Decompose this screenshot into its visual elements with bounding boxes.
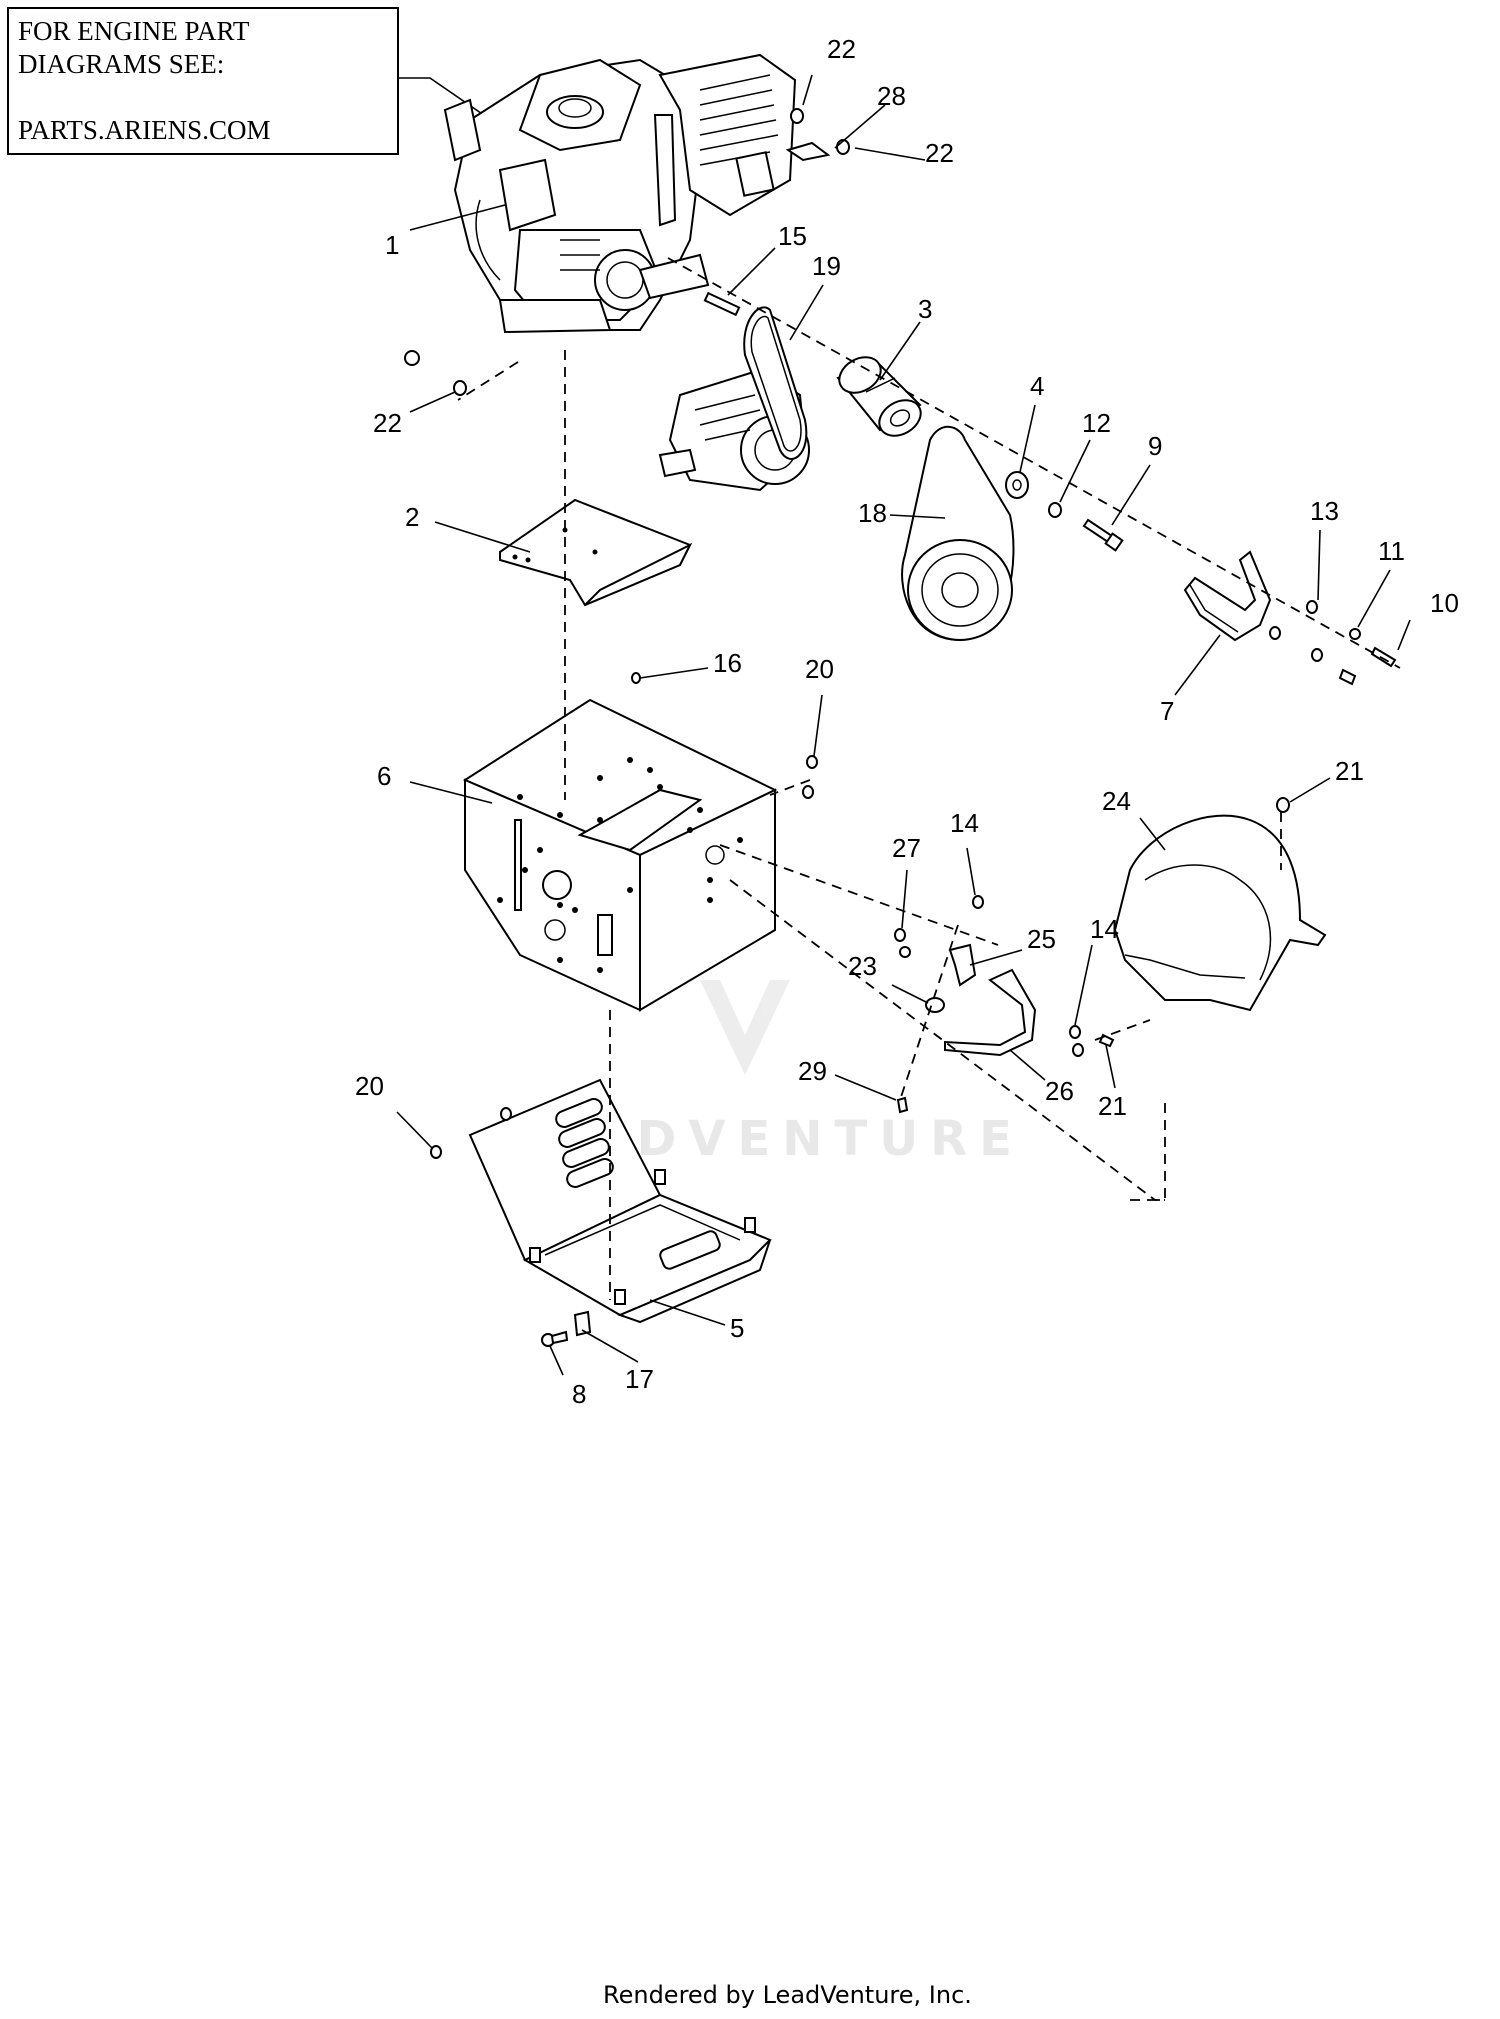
callout-14-right: 14: [1090, 914, 1119, 944]
callout-1: 1: [385, 230, 399, 260]
fastener-part-16: [631, 672, 641, 684]
bolt-part-27: [894, 928, 911, 958]
callout-9: 9: [1148, 431, 1162, 461]
callout-2: 2: [405, 502, 419, 532]
callout-23: 23: [848, 951, 877, 981]
assembly-lines: [457, 257, 1401, 1300]
callout-8: 8: [572, 1379, 586, 1409]
callout-21-bottom: 21: [1098, 1091, 1127, 1121]
callout-4: 4: [1030, 371, 1044, 401]
bracket-part-28: [785, 141, 831, 162]
fastener-part-20-upper: [802, 755, 818, 799]
key-part-15: [703, 291, 741, 317]
bolt-part-29: [896, 1096, 909, 1114]
bracket-part-25: [948, 943, 977, 987]
callout-6: 6: [377, 761, 391, 791]
note-line-4: PARTS.ARIENS.COM: [18, 115, 270, 145]
belt-part-19: [743, 306, 808, 460]
callout-21-top: 21: [1335, 756, 1364, 786]
bracket-part-26: [944, 968, 1037, 1057]
callout-22-left: 22: [373, 408, 402, 438]
callout-12: 12: [1082, 408, 1111, 438]
callout-20-top: 20: [805, 654, 834, 684]
callout-numbers: 22 28 22 15 19 3 1 22 4 12 9 13 11 10 18…: [355, 34, 1459, 1409]
bolt-part-9: [1082, 518, 1124, 552]
washer-part-12: [1048, 502, 1062, 518]
fastener-part-22-lower: [404, 350, 467, 396]
footer-credit: Rendered by LeadVenture, Inc.: [603, 1981, 972, 2009]
engine-note-box: FOR ENGINE PART DIAGRAMS SEE: PARTS.ARIE…: [7, 7, 521, 155]
callout-22-top: 22: [827, 34, 856, 64]
bushing-part-23: [925, 997, 945, 1013]
callout-13: 13: [1310, 496, 1339, 526]
spacer-part-4: [1005, 471, 1029, 499]
callout-15: 15: [778, 221, 807, 251]
callout-7: 7: [1160, 696, 1174, 726]
leader-lines: [396, 74, 1411, 1376]
frame-part-6: [462, 698, 778, 1012]
callout-24: 24: [1102, 786, 1131, 816]
callout-26: 26: [1045, 1076, 1074, 1106]
fastener-part-14-b: [1069, 1025, 1084, 1057]
callout-22-right: 22: [925, 138, 954, 168]
fastener-part-14-a: [972, 895, 984, 909]
plate-part-2: [499, 498, 693, 607]
callout-16: 16: [713, 648, 742, 678]
engine-part-1: [443, 53, 797, 334]
bolt-part-8: [541, 1330, 569, 1347]
callout-28: 28: [877, 81, 906, 111]
callout-19: 19: [812, 251, 841, 281]
callout-3: 3: [918, 294, 932, 324]
shield-part-24: [1098, 797, 1327, 1048]
callout-17: 17: [625, 1364, 654, 1394]
pulley-part-3: [836, 356, 922, 437]
callout-5: 5: [730, 1313, 744, 1343]
callout-20-bottom: 20: [355, 1071, 384, 1101]
callout-18: 18: [858, 498, 887, 528]
bottom-plate-part-5: [430, 1078, 772, 1324]
clip-part-17: [573, 1310, 592, 1337]
callout-14-top: 14: [950, 808, 979, 838]
callout-25: 25: [1027, 924, 1056, 954]
note-line-1: FOR ENGINE PART: [18, 16, 250, 46]
note-line-2: DIAGRAMS SEE:: [18, 49, 224, 79]
callout-11: 11: [1378, 536, 1405, 566]
belt-guide-part-7: [1183, 550, 1397, 686]
pulley-part-18: [901, 425, 1015, 642]
callout-29: 29: [798, 1056, 827, 1086]
callout-10: 10: [1430, 588, 1459, 618]
callout-27: 27: [892, 833, 921, 863]
